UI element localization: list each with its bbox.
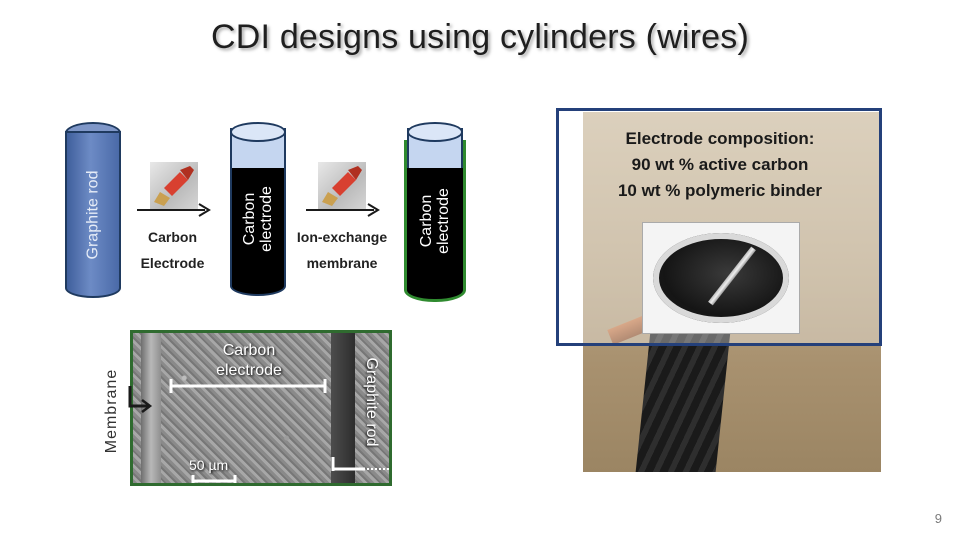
step2-label: Ion-exchange membrane: [296, 229, 388, 271]
membrane-coated-electrode: Carbon electrode: [404, 118, 466, 302]
carbon-electrode-cylinder: Carbon electrode: [230, 122, 286, 298]
carbon-electrode-top: [230, 122, 286, 142]
step1-label: Carbon Electrode: [140, 229, 205, 271]
sem-carbon-label: Carbon electrode: [216, 342, 282, 379]
coated-electrode-label: Carbon electrode: [418, 188, 452, 254]
carbon-thickness-bracket: [169, 379, 327, 393]
paintbrush-icon: [150, 162, 198, 210]
composition-carbon: 90 wt % active carbon: [631, 155, 809, 174]
scale-bar-label: 50 µm: [189, 457, 229, 473]
arrow-right-icon: [137, 202, 213, 223]
membrane-arrow-icon: [128, 386, 153, 413]
arrow-right-icon: [306, 202, 382, 223]
composition-text: Electrode composition: 90 wt % active ca…: [562, 126, 878, 204]
membrane-label: Membrane: [103, 368, 120, 454]
slide-title: CDI designs using cylinders (wires): [211, 18, 749, 56]
graphite-rod-label: Graphite rod: [84, 170, 102, 259]
page-number: 9: [934, 511, 942, 526]
graphite-dark-band: [331, 333, 355, 483]
carbon-electrode-label: Carbon electrode: [241, 186, 275, 252]
graphite-rod: Graphite rod: [65, 122, 121, 298]
sem-micrograph: Carbon electrode Graphite rod 50 µm: [130, 330, 392, 486]
graphite-marker: [331, 457, 389, 471]
composition-title: Electrode composition:: [625, 129, 815, 148]
electrode-strip-dark: [635, 332, 731, 472]
carbon-slurry-jar: [642, 222, 800, 334]
membrane-layer: [141, 333, 161, 483]
scale-bar: [191, 475, 237, 483]
coated-electrode-top: [407, 122, 463, 142]
paintbrush-icon: [318, 162, 366, 210]
sem-graphite-label: Graphite rod: [363, 357, 380, 447]
composition-binder: 10 wt % polymeric binder: [617, 181, 823, 200]
graphite-rod-body: Graphite rod: [65, 131, 121, 298]
carbon-slurry: [653, 233, 789, 323]
